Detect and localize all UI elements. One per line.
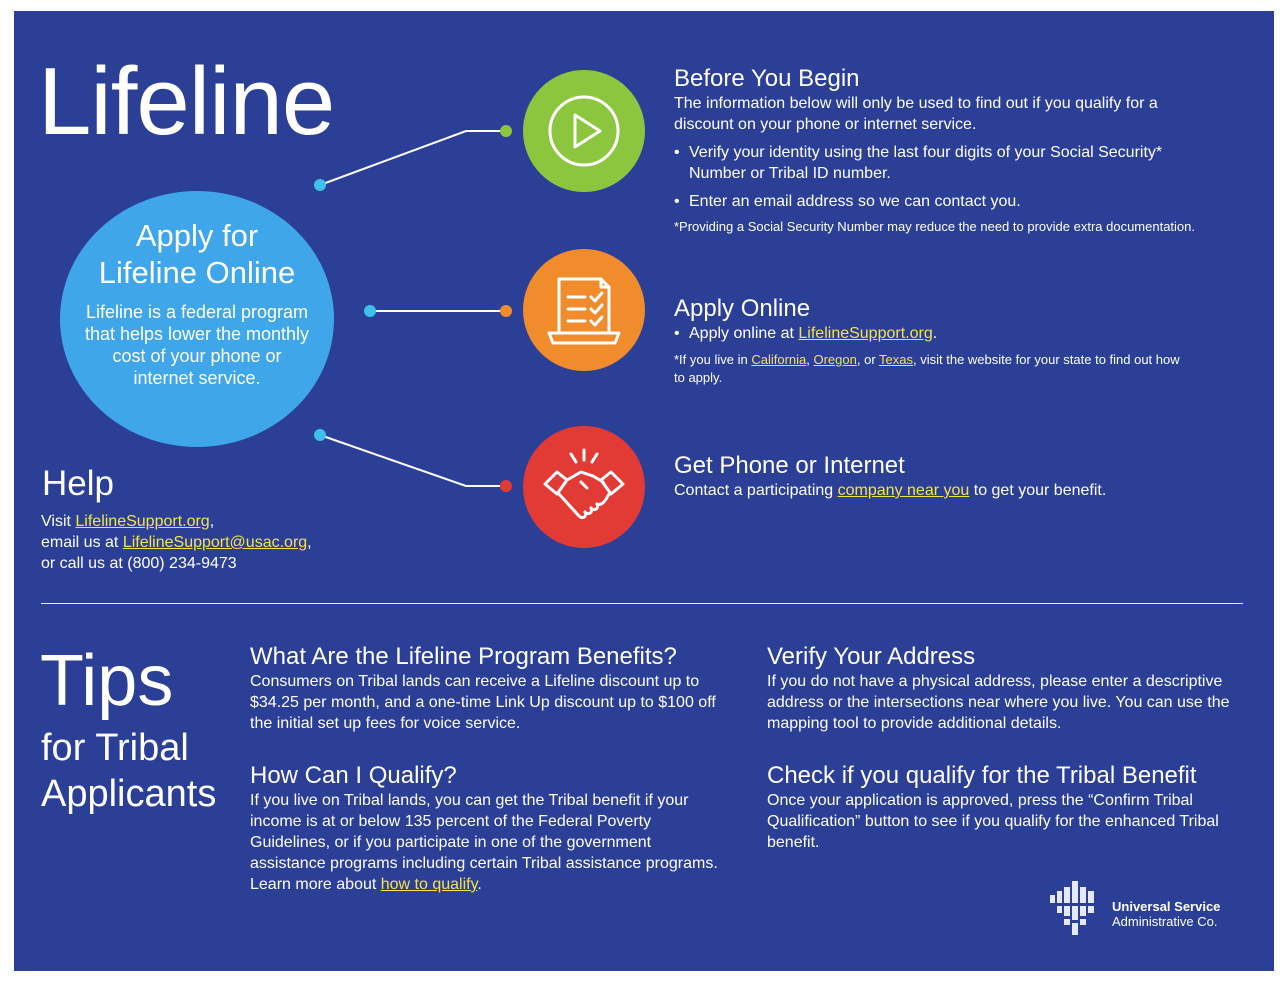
list-item: Enter an email address so we can contact… xyxy=(674,191,1209,212)
connector-dot xyxy=(500,480,512,492)
checklist-laptop-icon xyxy=(547,277,621,345)
check-heading: Check if you qualify for the Tribal Bene… xyxy=(767,762,1197,789)
connector-lines xyxy=(314,125,512,492)
connector-dot xyxy=(314,179,326,191)
apply-website-link[interactable]: LifelineSupport.org xyxy=(798,325,933,342)
before-heading: Before You Begin xyxy=(674,65,860,92)
help-title: Help xyxy=(42,464,114,503)
usac-name-line1: Universal Service xyxy=(1112,899,1221,914)
before-bullets: Verify your identity using the last four… xyxy=(674,142,1209,212)
how-to-qualify-link[interactable]: how to qualify xyxy=(380,876,478,893)
benefits-heading: What Are the Lifeline Program Benefits? xyxy=(250,643,677,670)
usac-name-line2: Administrative Co. xyxy=(1112,914,1218,929)
california-link[interactable]: California xyxy=(751,352,807,367)
apply-bullets: Apply online at LifelineSupport.org. xyxy=(674,323,1214,344)
before-intro: The information below will only be used … xyxy=(674,95,1158,133)
benefits-tip: What Are the Lifeline Program Benefits? … xyxy=(250,643,730,734)
apply-circle-title-line1: Apply for xyxy=(135,218,259,253)
apply-circle-body: Lifeline is a federal program that helps… xyxy=(84,302,310,388)
list-item: Verify your identity using the last four… xyxy=(674,142,1209,184)
usac-logo-icon xyxy=(1050,881,1094,935)
apply-note: *If you live in California, Oregon, or T… xyxy=(674,352,1180,385)
texas-link[interactable]: Texas xyxy=(879,352,913,367)
page-title: Lifeline xyxy=(38,48,335,155)
address-body: If you do not have a physical address, p… xyxy=(767,673,1230,732)
before-you-begin-circle xyxy=(523,70,645,192)
flyer-panel: Lifeline Apply for Lifeline Online Lifel… xyxy=(14,11,1274,971)
connector-dot xyxy=(364,305,376,317)
apply-circle-title-line2: Lifeline Online xyxy=(98,255,296,290)
list-item: Apply online at LifelineSupport.org. xyxy=(674,323,1214,344)
check-body: Once your application is approved, press… xyxy=(767,792,1219,851)
oregon-link[interactable]: Oregon xyxy=(813,352,857,367)
connector-dot xyxy=(500,125,512,137)
help-contact: Visit LifelineSupport.org, email us at L… xyxy=(41,511,371,574)
help-phone: or call us at (800) 234-9473 xyxy=(41,555,237,572)
get-service-icon-circle xyxy=(523,426,645,548)
usac-logo: Universal Service Administrative Co. xyxy=(1050,877,1220,946)
before-you-begin-section: Before You Begin The information below w… xyxy=(674,65,1254,236)
apply-online-circle: Apply for Lifeline Online Lifeline is a … xyxy=(60,191,334,447)
apply-online-section: Apply Online Apply online at LifelineSup… xyxy=(674,295,1214,387)
address-tip: Verify Your Address If you do not have a… xyxy=(767,643,1252,734)
help-email-link[interactable]: LifelineSupport@usac.org xyxy=(122,534,308,551)
qualify-tip: How Can I Qualify? If you live on Tribal… xyxy=(250,762,720,895)
check-tip: Check if you qualify for the Tribal Bene… xyxy=(767,762,1237,853)
connector-dot xyxy=(314,429,326,441)
section-divider xyxy=(41,603,1243,604)
before-note: *Providing a Social Security Number may … xyxy=(674,219,1196,234)
address-heading: Verify Your Address xyxy=(767,643,976,670)
qualify-body: If you live on Tribal lands, you can get… xyxy=(250,792,718,893)
tips-subtitle: for Tribal Applicants xyxy=(41,727,217,815)
apply-online-icon-circle xyxy=(523,249,645,371)
get-body: Contact a participating company near you… xyxy=(674,482,1107,499)
apply-circle-title: Apply for Lifeline Online xyxy=(60,217,334,291)
benefits-body: Consumers on Tribal lands can receive a … xyxy=(250,673,716,732)
get-heading: Get Phone or Internet xyxy=(674,452,905,479)
help-website-link[interactable]: LifelineSupport.org xyxy=(75,513,210,530)
qualify-heading: How Can I Qualify? xyxy=(250,762,457,789)
handshake-icon xyxy=(543,448,625,520)
company-near-you-link[interactable]: company near you xyxy=(837,482,970,499)
play-icon xyxy=(548,95,620,167)
tips-title: Tips xyxy=(40,641,174,721)
get-service-section: Get Phone or Internet Contact a particip… xyxy=(674,452,1234,501)
apply-heading: Apply Online xyxy=(674,295,811,322)
connector-dot xyxy=(500,305,512,317)
